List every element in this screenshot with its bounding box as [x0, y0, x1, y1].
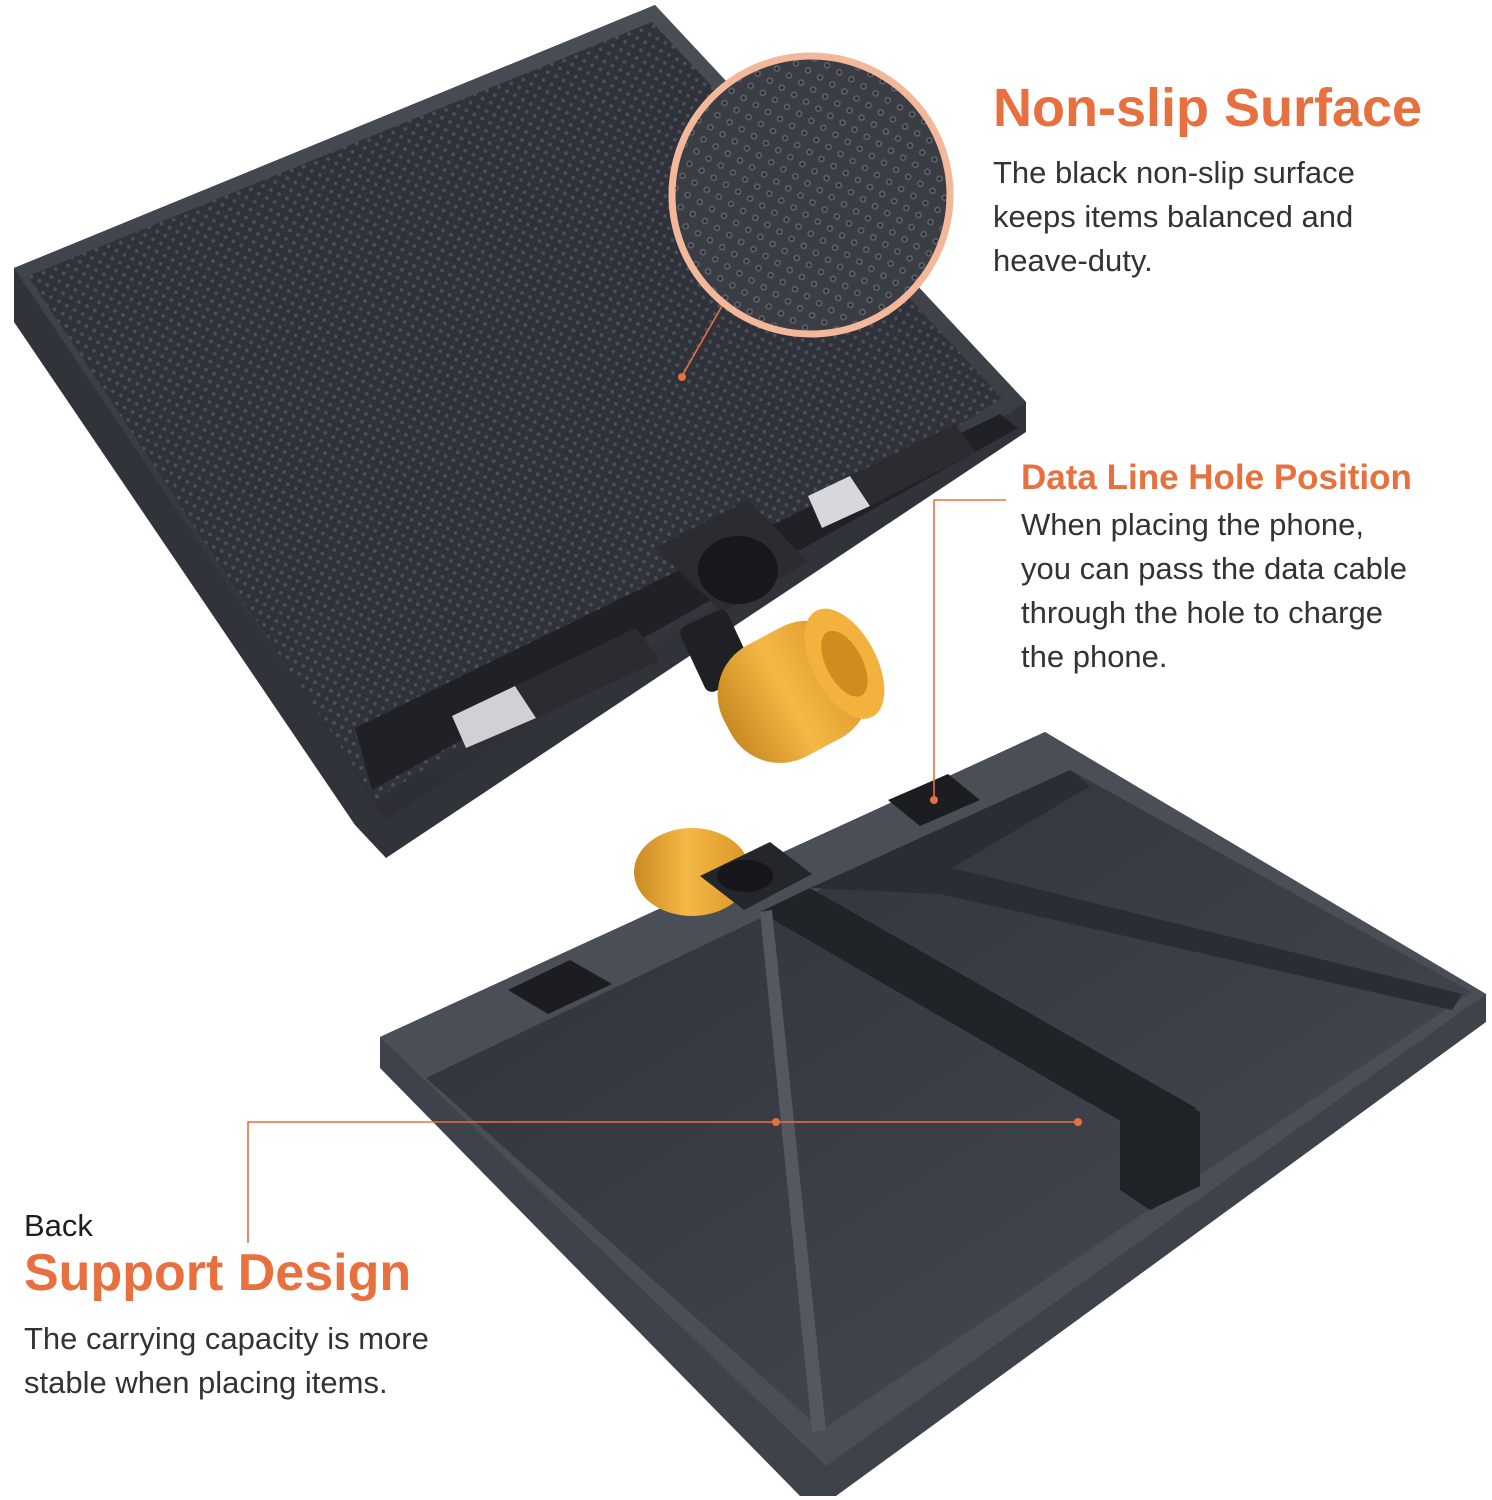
callout-data-line-line: the phone.: [1021, 638, 1168, 674]
bottom-tray-rib-left: [760, 910, 826, 1432]
bottom-tray-hub-hole: [717, 860, 773, 892]
leader-dot-support-mid: [772, 1118, 780, 1126]
callout-non-slip-line: heave-duty.: [993, 242, 1153, 278]
leader-dot-dataline: [930, 796, 938, 804]
callout-support-line: The carrying capacity is more: [24, 1320, 429, 1356]
callout-non-slip-text: The black non-slip surface keeps items b…: [993, 151, 1473, 283]
leader-dots: [678, 373, 1082, 1126]
bottom-tray-rib-right: [810, 770, 1462, 1010]
bottom-tray-cable-hole-left: [508, 960, 612, 1014]
top-tray-magnet-left: [452, 686, 536, 748]
bottom-tray-end-block: [1120, 1094, 1200, 1210]
callout-data-line-line: When placing the phone,: [1021, 506, 1364, 542]
callout-support-prefix: Back: [24, 1208, 93, 1243]
callout-non-slip-line: The black non-slip surface: [993, 154, 1355, 190]
bottom-tray: [380, 732, 1486, 1496]
leader-support: [247, 1121, 1078, 1243]
callout-support-design: Back Support Design The carrying capacit…: [24, 1206, 544, 1405]
callout-data-line-text: When placing the phone, you can pass the…: [1021, 503, 1483, 679]
leader-dot-nonslip: [678, 373, 686, 381]
leader-dot-support-end: [1074, 1118, 1082, 1126]
bottom-tray-knob: [634, 828, 750, 916]
leader-nonslip: [681, 305, 723, 377]
top-tray-magnet-left-shadow: [515, 628, 660, 718]
leader-lines: [247, 305, 1078, 1243]
top-tray-clamp-hole: [698, 536, 778, 604]
top-tray-magnet-right-shadow: [850, 424, 976, 506]
magnifier-circle-icon: [668, 52, 954, 338]
callout-data-line-line: you can pass the data cable: [1021, 550, 1408, 586]
callout-non-slip-title: Non-slip Surface: [993, 78, 1423, 138]
callout-support-line: stable when placing items.: [24, 1364, 388, 1400]
leader-dataline: [933, 499, 1006, 800]
top-tray-magnet-right: [808, 476, 870, 528]
callout-data-line-hole: Data Line Hole Position When placing the…: [1021, 458, 1483, 679]
callout-data-line-title: Data Line Hole Position: [1021, 458, 1412, 497]
callout-support-title: Support Design: [24, 1244, 412, 1302]
callout-non-slip-surface: Non-slip Surface The black non-slip surf…: [993, 80, 1473, 283]
clamp-knob-icon: [717, 608, 885, 763]
callout-non-slip-line: keeps items balanced and: [993, 198, 1354, 234]
callout-data-line-line: through the hole to charge: [1021, 594, 1383, 630]
bottom-tray-rib-center: [760, 888, 1196, 1138]
callout-support-text: The carrying capacity is more stable whe…: [24, 1317, 544, 1405]
